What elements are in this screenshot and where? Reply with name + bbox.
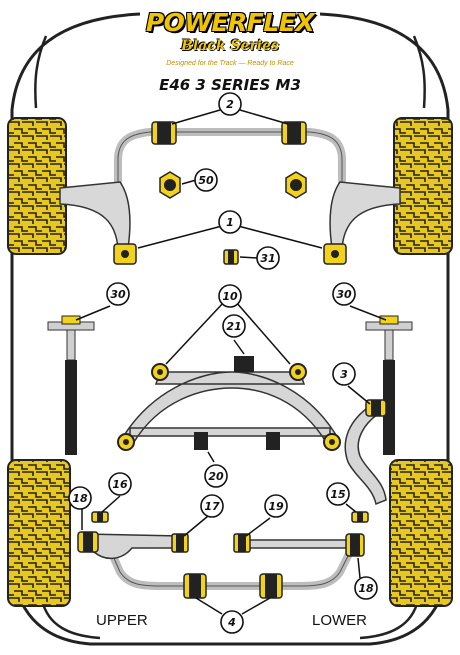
bush-rear-arb-left: [183, 573, 207, 599]
bush-hexagon-left: [159, 171, 181, 199]
callout-number: 17: [204, 500, 220, 513]
front-anti-roll-bar: [114, 128, 346, 209]
callout-p18-left: 18: [68, 486, 92, 510]
callout-number: 50: [198, 174, 214, 187]
callout-p16: 16: [108, 472, 132, 496]
callout-p18-right: 18: [354, 576, 378, 600]
tyre-rear-left: [7, 459, 71, 607]
tyre-rear-right: [389, 459, 453, 607]
callout-number: 21: [226, 320, 241, 333]
callout-p50: 50: [194, 168, 218, 192]
bush-anti-roll-right: [281, 121, 307, 145]
callout-p21: 21: [222, 314, 246, 338]
callout-p17: 17: [200, 494, 224, 518]
bush-subframe-top: [234, 356, 254, 372]
damper-right: [365, 315, 413, 455]
model-title: E46 3 SERIES M3: [159, 76, 301, 94]
label-lower: LOWER: [312, 612, 368, 629]
bush-wishbone-left: [113, 243, 137, 265]
bush-rear-arb-right: [259, 573, 283, 599]
callout-number: 1: [226, 216, 234, 229]
bush-upper-arm-inner: [171, 533, 189, 553]
bush-diff-left: [194, 432, 208, 450]
rear-lower-arm: [241, 539, 353, 549]
callout-p20: 20: [204, 464, 228, 488]
tyre-front-left: [7, 117, 67, 255]
front-wishbone-left: [59, 181, 131, 249]
callout-p30-left: 30: [106, 282, 130, 306]
callout-p31: 31: [256, 246, 280, 270]
car-body-outline: [10, 12, 450, 646]
callout-number: 19: [268, 500, 284, 513]
bush-trailing-arm: [365, 399, 387, 417]
callout-number: 16: [112, 478, 128, 491]
bush-lower-arm-outer: [345, 533, 365, 557]
bush-lower-arm-inner: [233, 533, 251, 553]
callout-p10: 10: [218, 284, 242, 308]
callouts: 2 50 1 31 30 30 10 21 3 20 18 16 17 19 15 18 4: [68, 92, 378, 634]
callout-p30-right: 30: [332, 282, 356, 306]
callout-number: 18: [358, 582, 374, 595]
brand-logo: POWERFLEX: [145, 8, 315, 37]
bush-hexagon-right: [285, 171, 307, 199]
bush-15: [351, 511, 369, 523]
front-wishbone-right: [329, 181, 401, 249]
callout-p19: 19: [264, 494, 288, 518]
callout-number: 31: [260, 252, 275, 265]
rear-subframe: [118, 371, 342, 443]
brand-series: Black Series: [181, 38, 279, 54]
bush-small-31: [223, 249, 239, 265]
callout-number: 20: [208, 470, 224, 483]
bush-upper-arm-outer: [77, 531, 99, 553]
callout-p1: 1: [218, 210, 242, 234]
callout-number: 2: [226, 98, 234, 111]
rear-trailing-arm: [344, 405, 387, 506]
tyre-front-right: [393, 117, 453, 255]
bush-wishbone-right: [323, 243, 347, 265]
callout-p15: 15: [326, 482, 350, 506]
label-upper: UPPER: [96, 612, 148, 629]
bush-16: [91, 511, 109, 523]
callout-number: 30: [110, 288, 126, 301]
brand-tagline: Designed for the Track — Ready to Race: [166, 60, 294, 67]
callout-number: 10: [222, 290, 238, 303]
callout-p3: 3: [332, 362, 356, 386]
damper-left: [47, 315, 95, 455]
callout-p4: 4: [220, 610, 244, 634]
rear-upper-arm: [82, 533, 181, 560]
callout-number: 3: [340, 368, 348, 381]
callout-number: 4: [227, 616, 236, 629]
callout-number: 15: [330, 488, 346, 501]
callout-number: 30: [336, 288, 352, 301]
leader-lines: [75, 109, 387, 615]
bush-anti-roll-left: [151, 121, 177, 145]
callout-p2: 2: [218, 92, 242, 116]
car-roof-outline: [34, 35, 426, 109]
bush-diff-right: [266, 432, 280, 450]
callout-number: 18: [72, 492, 88, 505]
